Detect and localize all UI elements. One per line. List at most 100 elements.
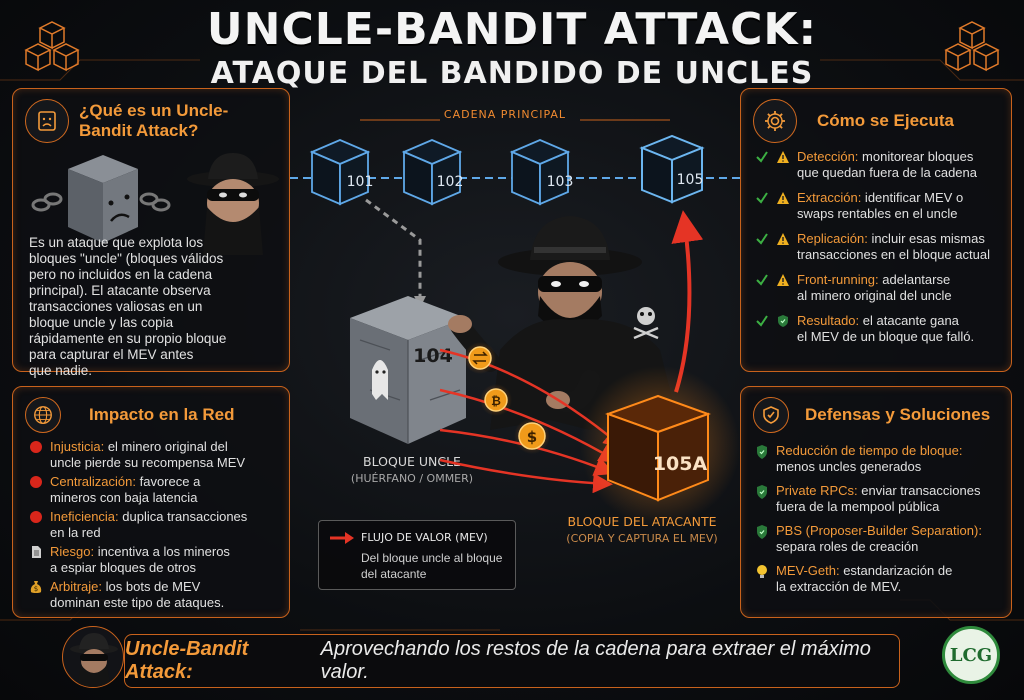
sub-title: ATAQUE DEL BANDIDO DE UNCLES xyxy=(210,56,814,91)
attacker-block-105a: 105A xyxy=(580,366,740,526)
footer-term: Uncle-Bandit Attack: xyxy=(125,638,249,683)
title-block: UNCLE-BANDIT ATTACK: ATAQUE DEL BANDIDO … xyxy=(0,4,1024,92)
warning-icon xyxy=(777,151,789,163)
item-term: Centralización: xyxy=(50,474,136,489)
item-term: Detección: xyxy=(797,149,859,164)
shield-icon xyxy=(757,485,767,499)
globe-network-icon xyxy=(25,397,61,433)
block-number: 104 xyxy=(413,345,453,367)
legend-title: FLUJO DE VALOR (MEV) xyxy=(361,531,488,544)
warning-icon xyxy=(777,192,789,204)
chain-block-105: 105 xyxy=(639,134,705,204)
item-term: Ineficiencia: xyxy=(50,509,119,524)
document-icon xyxy=(32,546,41,558)
uncle-block-104: 104 xyxy=(350,296,466,444)
item-text: mineros con baja latencia xyxy=(50,489,198,505)
item-text: el atacante gana xyxy=(859,313,959,328)
item-text: los bots de MEV xyxy=(102,579,201,594)
warning-icon xyxy=(777,233,789,245)
svg-text:$: $ xyxy=(34,585,38,593)
bitcoin-coin-icon: ₿ xyxy=(480,384,512,416)
gear-icon xyxy=(753,99,797,143)
chain-diagram: 101 102 103 105 104 BLOQUE UNCLE (HUÉRFA… xyxy=(290,119,740,545)
item-text: en la red xyxy=(50,524,101,540)
corner-cubes-left-icon xyxy=(24,21,80,72)
item-term: Replicación: xyxy=(797,231,868,246)
what-is-line: bloques "uncle" (bloques válidos xyxy=(29,251,224,266)
item-text: incluir esas mismas xyxy=(867,231,985,246)
chained-block-illustration xyxy=(31,153,279,255)
chain-block-101: 101 xyxy=(309,139,373,206)
money-bag-icon: $ xyxy=(30,581,42,593)
attacker-block-title: BLOQUE DEL ATACANTE xyxy=(568,514,717,529)
svg-text:$: $ xyxy=(527,428,537,446)
uncle-block-subtitle: (HUÉRFANO / OMMER) xyxy=(351,472,473,485)
item-term: Riesgo: xyxy=(50,544,95,559)
item-text: separa roles de creación xyxy=(776,538,919,554)
item-text: que quedan fuera de la cadena xyxy=(797,164,977,180)
item-text: menos uncles generados xyxy=(776,458,922,474)
attacker-block-subtitle: (COPIA Y CAPTURA EL MEV) xyxy=(566,532,717,545)
item-term: Injusticia: xyxy=(50,439,105,454)
panel-execution: Cómo se Ejecuta Detección: monitorear bl… xyxy=(740,88,1012,372)
list-item: PBS (Proposer-Builder Separation):separa… xyxy=(755,523,1009,554)
main-title: UNCLE-BANDIT ATTACK: xyxy=(206,4,818,55)
item-term: Arbitraje: xyxy=(50,579,103,594)
lcg-logo: LCG xyxy=(942,626,1000,684)
red-dot-icon xyxy=(30,511,42,523)
shield-icon xyxy=(757,525,767,539)
svg-text:₿: ₿ xyxy=(491,394,501,408)
impact-heading: Impacto en la Red xyxy=(89,405,235,424)
red-arrow-icon xyxy=(330,532,354,544)
item-text: incentiva a los mineros xyxy=(94,544,230,559)
item-text: uncle pierde su recompensa MEV xyxy=(50,454,246,470)
footer-avatar xyxy=(62,626,124,688)
execution-heading: Cómo se Ejecuta xyxy=(817,111,954,130)
footer-text: Aprovechando los restos de la cadena par… xyxy=(320,638,871,683)
legend-line: del atacante xyxy=(361,567,427,581)
ghost-icon xyxy=(372,360,388,400)
item-text: enviar transacciones xyxy=(857,483,981,498)
block-number: 103 xyxy=(547,174,574,190)
dollar-coin-icon: $ xyxy=(514,418,550,454)
item-text: duplica transacciones xyxy=(118,509,248,524)
panel-what-is: ¿Qué es un Uncle-Bandit Attack? Es un at… xyxy=(12,88,290,378)
arrow-to-block-105 xyxy=(671,210,704,393)
defenses-heading: Defensas y Soluciones xyxy=(805,405,991,424)
what-is-line: Es un ataque que explota los xyxy=(29,235,204,250)
what-is-heading: ¿Qué es un Uncle-Bandit Attack? xyxy=(79,101,229,140)
check-icon xyxy=(756,192,768,204)
fork-line xyxy=(365,198,422,300)
what-is-description: Es un ataque que explota los bloques "un… xyxy=(29,235,285,379)
what-is-line: pero no incluidos en la cadena xyxy=(29,267,213,282)
item-text: adelantarse xyxy=(878,272,951,287)
item-term: Front-running: xyxy=(797,272,879,287)
check-icon xyxy=(756,315,768,327)
panel-impact: Impacto en la Red Injusticia: el minero … xyxy=(12,386,290,618)
warning-icon xyxy=(777,274,789,286)
panel-defenses-head: Defensas y Soluciones xyxy=(753,397,990,433)
item-text: favorece a xyxy=(136,474,201,489)
what-is-line: principal). El atacante observa xyxy=(29,283,211,298)
check-icon xyxy=(756,151,768,163)
what-is-line: transacciones valiosas en un xyxy=(29,299,203,314)
what-is-line: para capturar el MEV antes xyxy=(29,347,194,362)
block-number: 105 xyxy=(677,172,704,188)
check-icon xyxy=(756,274,768,286)
defenses-list: Reducción de tiempo de bloque:menos uncl… xyxy=(755,443,1009,594)
item-term: MEV-Geth: xyxy=(776,563,840,578)
chain-block-102: 102 xyxy=(401,139,463,206)
red-dot-icon xyxy=(30,441,42,453)
block-number: 105A xyxy=(653,453,708,475)
sad-block-icon xyxy=(25,99,69,143)
shield-icon xyxy=(757,445,767,459)
